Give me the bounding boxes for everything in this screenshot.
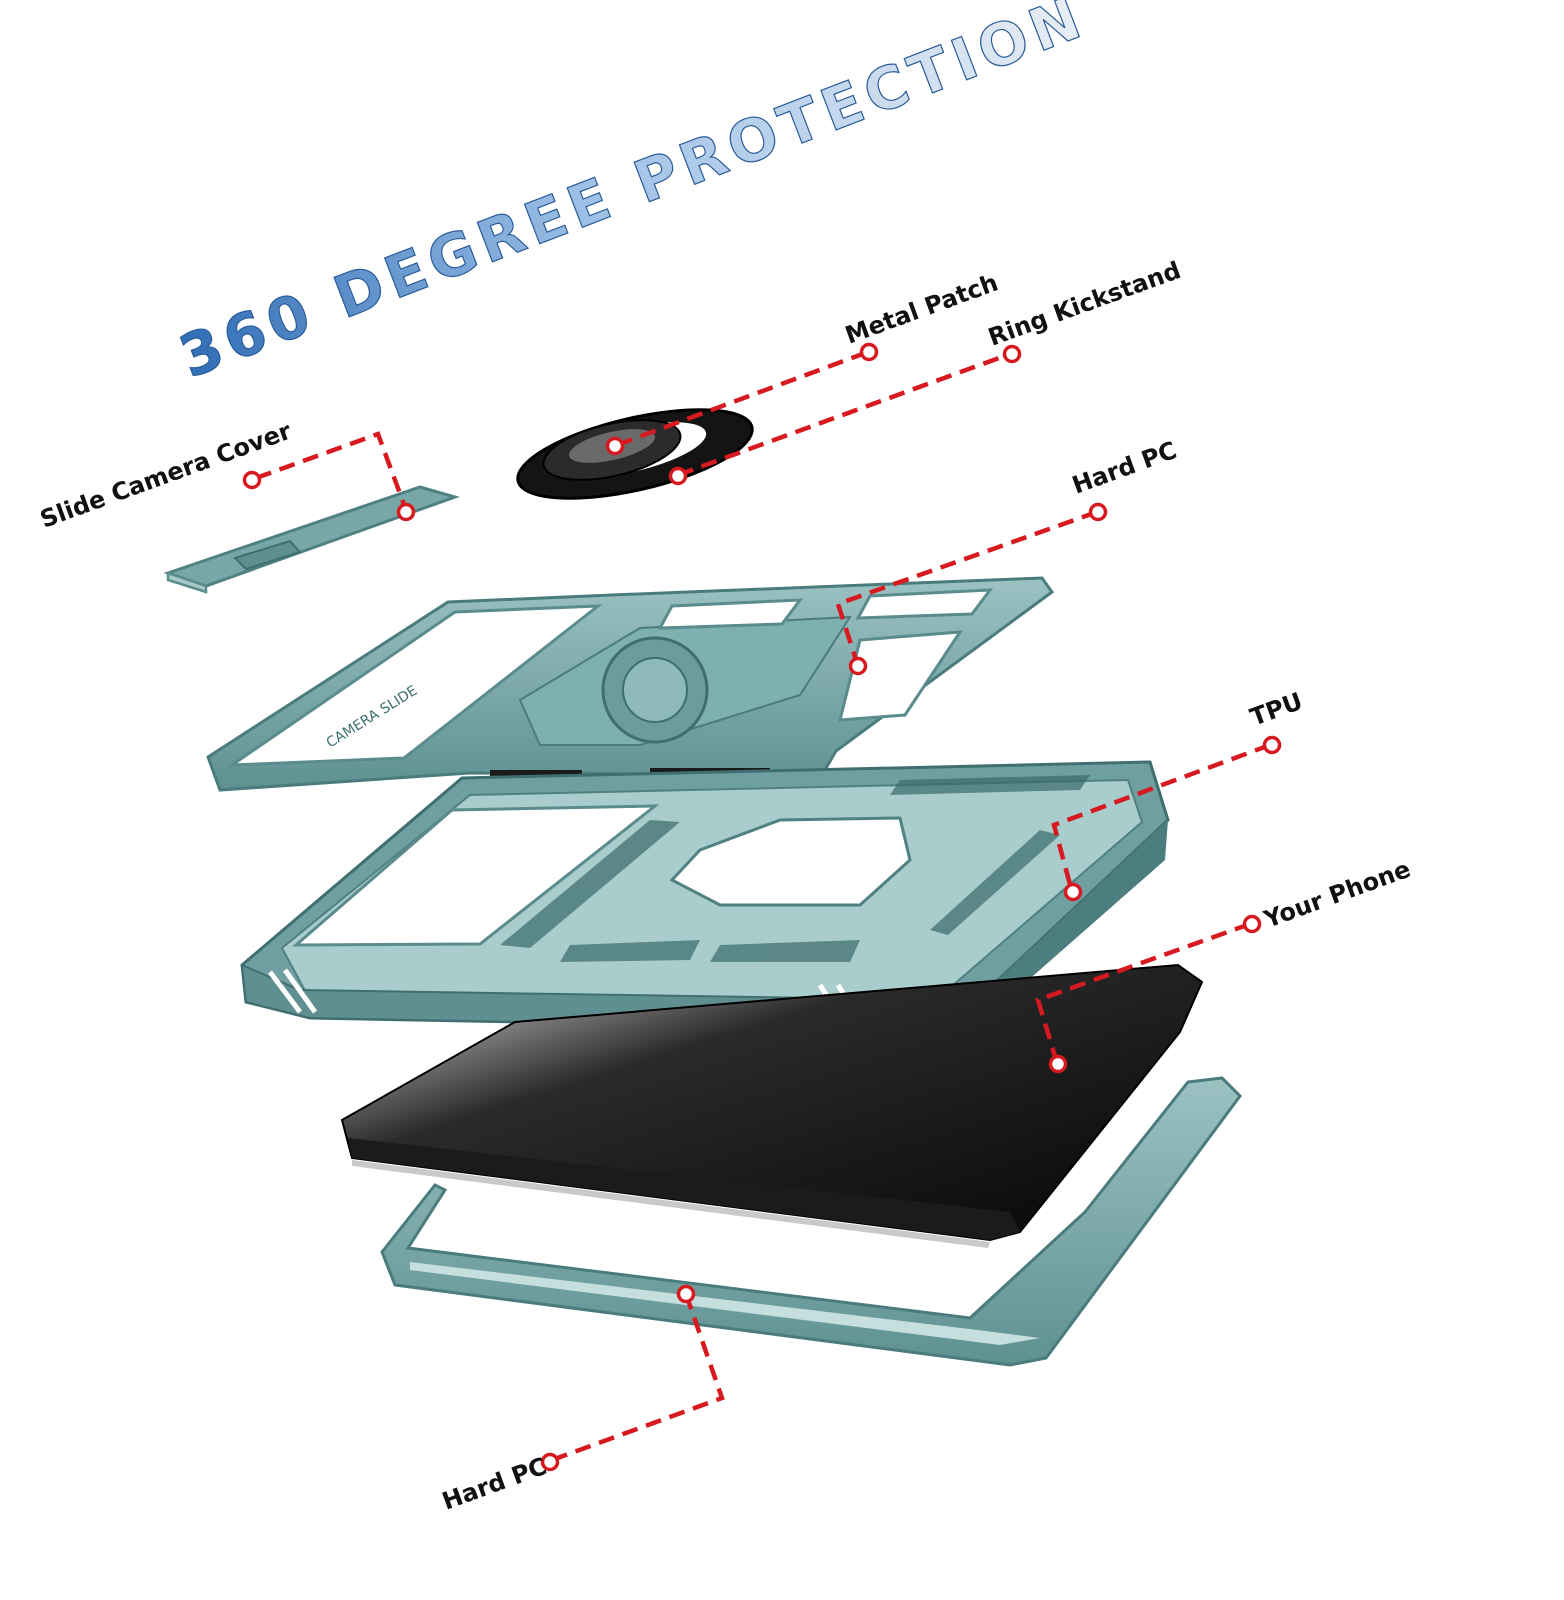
callout-dot	[848, 656, 868, 676]
callout-dot	[242, 470, 262, 490]
ring-kickstand-part	[516, 408, 754, 500]
label-metal-patch: Metal Patch	[841, 268, 1001, 349]
label-tpu: TPU	[1246, 687, 1306, 732]
label-hard-pc-bottom: Hard PC	[438, 1452, 550, 1516]
slide-camera-cover-part	[163, 485, 460, 594]
callout-dots	[242, 342, 1282, 1472]
callout-dot	[1088, 502, 1108, 522]
phone-part	[340, 963, 1204, 1248]
hard-pc-bottom-frame	[380, 1076, 1242, 1367]
callout-dot	[668, 466, 688, 486]
callout-dot	[1242, 914, 1262, 934]
callout-dot	[676, 1284, 696, 1304]
callout-dot	[859, 342, 879, 362]
callout-dot	[1063, 882, 1083, 902]
hard-pc-back-plate: CAMERA SLIDE	[206, 576, 1055, 792]
callout-lines	[255, 349, 1271, 1463]
callout-line-metal-patch	[616, 349, 869, 448]
callout-line-slide-camera-cover	[255, 431, 409, 511]
tpu-bumper	[240, 760, 1170, 1040]
callout-dot	[1048, 1054, 1068, 1074]
callout-dot	[540, 1452, 560, 1472]
callout-line-tpu	[1051, 742, 1271, 893]
callout-dot	[396, 502, 416, 522]
label-hard-pc-top: Hard PC	[1068, 436, 1180, 500]
callout-dot	[1262, 735, 1282, 755]
callout-line-ring-kickstand	[677, 351, 1011, 478]
label-ring-kickstand: Ring Kickstand	[984, 256, 1184, 352]
label-your-phone: Your Phone	[1260, 855, 1415, 934]
callout-dot	[1002, 344, 1022, 364]
title: 360 DEGREE PROTECTION	[171, 0, 1095, 391]
callout-dot	[605, 436, 625, 456]
callout-line-your-phone	[1035, 921, 1251, 1064]
callout-line-hard-pc-bottom	[551, 1293, 725, 1463]
